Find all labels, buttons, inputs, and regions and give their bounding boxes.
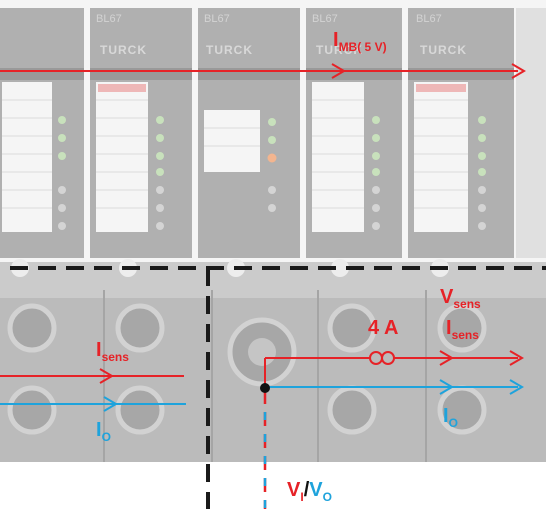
module-model-label-2: BL67	[204, 13, 230, 25]
module-model-label-4: BL67	[416, 13, 442, 25]
left-sens-current-label: Isens	[96, 340, 129, 363]
right-out-current-label: IO	[443, 406, 458, 429]
left-out-current-label: IO	[96, 420, 111, 443]
supply-voltage-label: VI/VO	[287, 480, 332, 503]
right-sens-current-label: Isens	[446, 318, 479, 341]
module-brand-label-4: TURCK	[420, 43, 467, 57]
module-model-label-1: BL67	[96, 13, 122, 25]
module-brand-label-2: TURCK	[206, 43, 253, 57]
module-model-label-3: BL67	[312, 13, 338, 25]
junction-dot	[260, 383, 270, 393]
fuse-rating-label: 4 A	[368, 318, 398, 338]
module-brand-label-1: TURCK	[100, 43, 147, 57]
sens-voltage-label: Vsens	[440, 287, 481, 310]
mb-current-label: IMB( 5 V)	[333, 30, 387, 53]
